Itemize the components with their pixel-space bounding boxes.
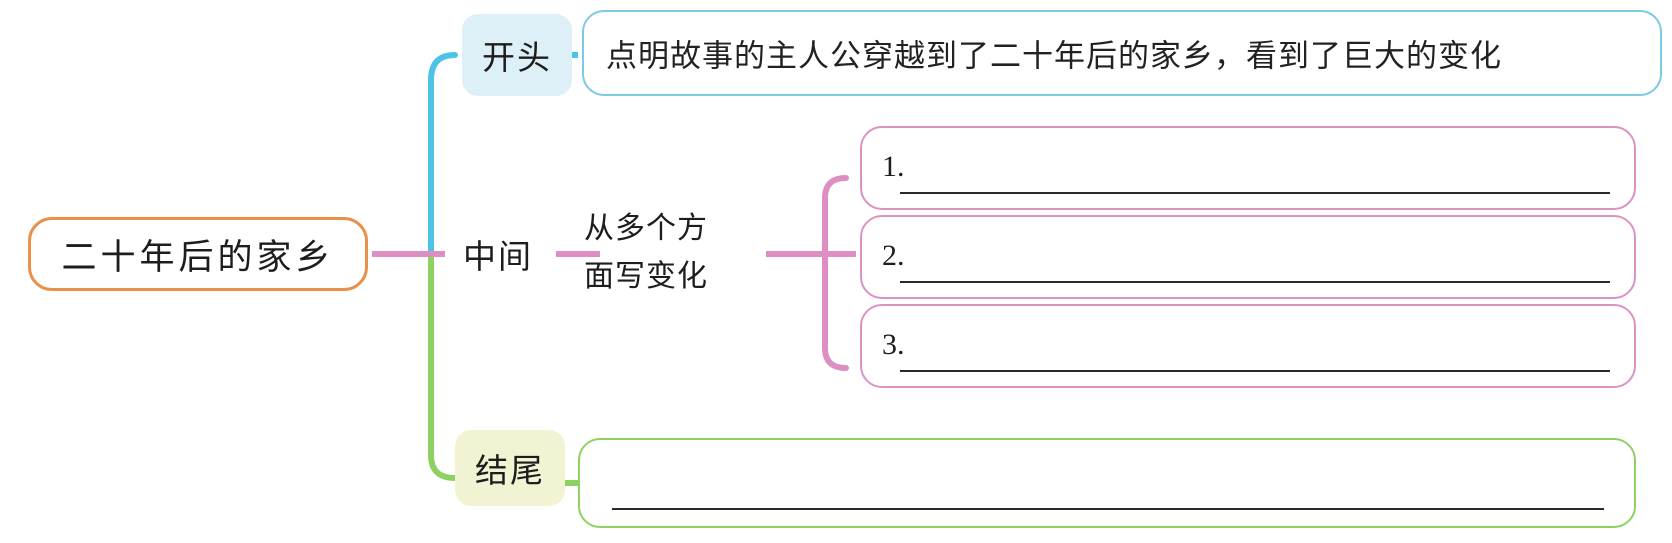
middle-sublabel: 从多个方 面写变化 bbox=[584, 205, 744, 301]
middle-item-box-2[interactable]: 2. bbox=[860, 215, 1636, 299]
ending-content-box[interactable] bbox=[578, 438, 1636, 528]
middle-item-marker-2: 2. bbox=[882, 239, 905, 272]
connector-bracket-to-item-3 bbox=[822, 345, 849, 371]
stage-label-middle-text: 中间 bbox=[463, 240, 533, 276]
middle-item-fill-line-2[interactable] bbox=[900, 281, 1610, 283]
opening-content-text: 点明故事的主人公穿越到了二十年后的家乡，看到了巨大的变化 bbox=[606, 38, 1502, 74]
connector-bracket-to-item-1 bbox=[822, 175, 849, 201]
stage-label-ending[interactable]: 结尾 bbox=[455, 430, 565, 506]
ending-fill-line[interactable] bbox=[612, 508, 1604, 510]
middle-item-fill-line-1[interactable] bbox=[900, 192, 1610, 194]
stage-label-ending-text: 结尾 bbox=[475, 454, 545, 490]
middle-item-box-3[interactable]: 3. bbox=[860, 304, 1636, 388]
middle-sublabel-line-1: 从多个方 bbox=[584, 212, 708, 245]
middle-item-marker-1: 1. bbox=[882, 150, 905, 183]
middle-sublabel-line-2: 面写变化 bbox=[584, 260, 708, 293]
stage-label-opening[interactable]: 开头 bbox=[462, 14, 572, 96]
middle-item-fill-line-3[interactable] bbox=[900, 370, 1610, 372]
root-node[interactable]: 二十年后的家乡 bbox=[28, 217, 368, 291]
root-node-label: 二十年后的家乡 bbox=[61, 237, 335, 277]
stage-label-middle[interactable]: 中间 bbox=[443, 222, 553, 286]
connector-root-to-ending bbox=[428, 251, 458, 481]
middle-item-marker-3: 3. bbox=[882, 328, 905, 361]
middle-item-box-1[interactable]: 1. bbox=[860, 126, 1636, 210]
stage-label-opening-text: 开头 bbox=[482, 41, 552, 77]
opening-content-box[interactable]: 点明故事的主人公穿越到了二十年后的家乡，看到了巨大的变化 bbox=[582, 10, 1662, 96]
